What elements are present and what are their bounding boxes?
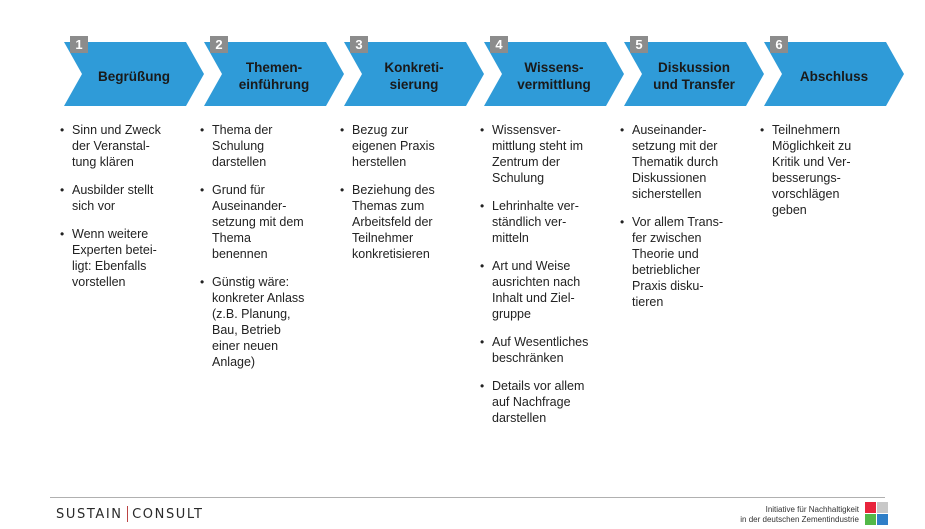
step-title: Themen- einführung	[238, 60, 310, 92]
sustain-consult-logo: SUSTAIN CONSULT	[56, 506, 204, 522]
bullet-text: Beziehung des Themas zum Arbeitsfeld der…	[352, 183, 435, 261]
square-blue	[877, 514, 888, 525]
chevron-shape	[764, 42, 904, 106]
chevron-shape	[64, 42, 204, 106]
bullet-item: • Teilnehmern Möglichkeit zu Kritik und V…	[758, 122, 886, 218]
column-2: • Thema der Schulung darstellen • Grund fü…	[198, 122, 326, 382]
bullet-list: • Teilnehmern Möglichkeit zu Kritik und V…	[758, 122, 886, 218]
step-number: 4	[490, 36, 508, 53]
bullet-text: Ausbilder stellt sich vor	[72, 183, 154, 213]
bullet-text: Sinn und Zweck der Veranstal- tung kläre…	[72, 123, 161, 169]
step-5: 5 Diskussion und Transfer	[624, 36, 764, 106]
bullet-item: • Thema der Schulung darstellen	[198, 122, 326, 170]
footer-divider	[50, 497, 885, 498]
bullet-text: Art und Weise ausrichten nach Inhalt und…	[492, 259, 581, 321]
logo-text-left: SUSTAIN	[56, 506, 123, 522]
bullet-text: Grund für Auseinander- setzung mit dem T…	[212, 183, 304, 261]
step-number: 2	[210, 36, 228, 53]
step-number: 6	[770, 36, 788, 53]
chevron-shape	[484, 42, 624, 106]
step-title: Wissens- vermittlung	[517, 60, 591, 92]
bullet-list: • Bezug zur eigenen Praxis herstellen • Be…	[338, 122, 466, 262]
bullet-item: • Günstig wäre: konkreter Anlass (z.B. Pl…	[198, 274, 326, 370]
initiative-line-2: in der deutschen Zementindustrie	[740, 514, 859, 524]
bullet-list: • Thema der Schulung darstellen • Grund fü…	[198, 122, 326, 370]
step-title: Abschluss	[799, 68, 869, 84]
bullet-icon: •	[60, 183, 65, 197]
bullet-item: • Ausbilder stellt sich vor	[58, 182, 186, 214]
bullet-item: • Sinn und Zweck der Veranstal- tung klär…	[58, 122, 186, 170]
bullet-icon: •	[480, 379, 485, 393]
bullet-icon: •	[760, 123, 765, 137]
step-3: 3 Konkreti- sierung	[344, 36, 484, 106]
bullet-item: • Details vor allem auf Nachfrage darstel…	[478, 378, 606, 426]
step-title: Diskussion und Transfer	[653, 60, 735, 92]
column-3: • Bezug zur eigenen Praxis herstellen • Be…	[338, 122, 466, 274]
bullet-item: • Beziehung des Themas zum Arbeitsfeld de…	[338, 182, 466, 262]
square-gray	[877, 502, 888, 513]
bullet-item: • Wissensver- mittlung steht im Zentrum d…	[478, 122, 606, 186]
initiative-text: Initiative für Nachhaltigkeit in der deu…	[740, 505, 859, 524]
bullet-icon: •	[620, 123, 625, 137]
initiative-logo-icon	[865, 502, 889, 526]
bullet-item: • Vor allem Trans- fer zwischen Theorie u…	[618, 214, 746, 310]
bullet-icon: •	[480, 335, 485, 349]
bullet-list: • Sinn und Zweck der Veranstal- tung klär…	[58, 122, 186, 290]
column-5: • Auseinander- setzung mit der Thematik d…	[618, 122, 746, 322]
bullet-text: Teilnehmern Möglichkeit zu Kritik und Ve…	[772, 123, 852, 217]
bullet-icon: •	[340, 183, 345, 197]
bullet-text: Vor allem Trans- fer zwischen Theorie un…	[632, 215, 724, 309]
bullet-icon: •	[200, 275, 205, 289]
bullet-text: Auseinander- setzung mit der Thematik du…	[632, 123, 719, 201]
bullet-list: • Auseinander- setzung mit der Thematik d…	[618, 122, 746, 310]
bullet-text: Günstig wäre: konkreter Anlass (z.B. Pla…	[212, 275, 305, 369]
bullet-icon: •	[340, 123, 345, 137]
bullet-icon: •	[200, 123, 205, 137]
bullet-text: Lehrinhalte ver- ständlich ver- mitteln	[492, 199, 579, 245]
logo-separator	[126, 506, 129, 522]
step-number: 3	[350, 36, 368, 53]
bullet-text: Thema der Schulung darstellen	[212, 123, 273, 169]
bullet-icon: •	[200, 183, 205, 197]
chevron-shape	[344, 42, 484, 106]
step-6: 6 Abschluss	[764, 36, 904, 106]
bullet-item: • Auseinander- setzung mit der Thematik d…	[618, 122, 746, 202]
bullet-item: • Grund für Auseinander- setzung mit dem …	[198, 182, 326, 262]
step-title: Begrüßung	[98, 68, 170, 84]
bullet-text: Wenn weitere Experten betei- ligt: Ebenf…	[72, 227, 157, 289]
bullet-text: Details vor allem auf Nachfrage darstell…	[492, 379, 585, 425]
step-title: Konkreti- sierung	[384, 60, 444, 92]
step-1: 1 Begrüßung	[64, 36, 204, 106]
bullet-list: • Wissensver- mittlung steht im Zentrum d…	[478, 122, 606, 426]
bullet-text: Auf Wesentliches beschränken	[492, 335, 589, 365]
square-green	[865, 514, 876, 525]
chevron-shape	[624, 42, 764, 106]
column-6: • Teilnehmern Möglichkeit zu Kritik und V…	[758, 122, 886, 230]
chevron-shape	[204, 42, 344, 106]
bullet-icon: •	[60, 227, 65, 241]
bullet-icon: •	[60, 123, 65, 137]
square-red	[865, 502, 876, 513]
step-4: 4 Wissens- vermittlung	[484, 36, 624, 106]
bullet-item: • Bezug zur eigenen Praxis herstellen	[338, 122, 466, 170]
step-number: 5	[630, 36, 648, 53]
bullet-icon: •	[620, 215, 625, 229]
column-1: • Sinn und Zweck der Veranstal- tung klär…	[58, 122, 186, 302]
initiative-line-1: Initiative für Nachhaltigkeit	[765, 505, 859, 514]
bullet-icon: •	[480, 259, 485, 273]
logo-text-right: CONSULT	[132, 506, 204, 522]
bullet-item: • Art und Weise ausrichten nach Inhalt un…	[478, 258, 606, 322]
bullet-text: Bezug zur eigenen Praxis herstellen	[352, 123, 435, 169]
bullet-item: • Auf Wesentliches beschränken	[478, 334, 606, 366]
bullet-item: • Wenn weitere Experten betei- ligt: Eben…	[58, 226, 186, 290]
bullet-icon: •	[480, 123, 485, 137]
bullet-item: • Lehrinhalte ver- ständlich ver- mitteln	[478, 198, 606, 246]
step-2: 2 Themen- einführung	[204, 36, 344, 106]
bullet-icon: •	[480, 199, 485, 213]
column-4: • Wissensver- mittlung steht im Zentrum d…	[478, 122, 606, 438]
step-number: 1	[70, 36, 88, 53]
bullet-text: Wissensver- mittlung steht im Zentrum de…	[492, 123, 584, 185]
